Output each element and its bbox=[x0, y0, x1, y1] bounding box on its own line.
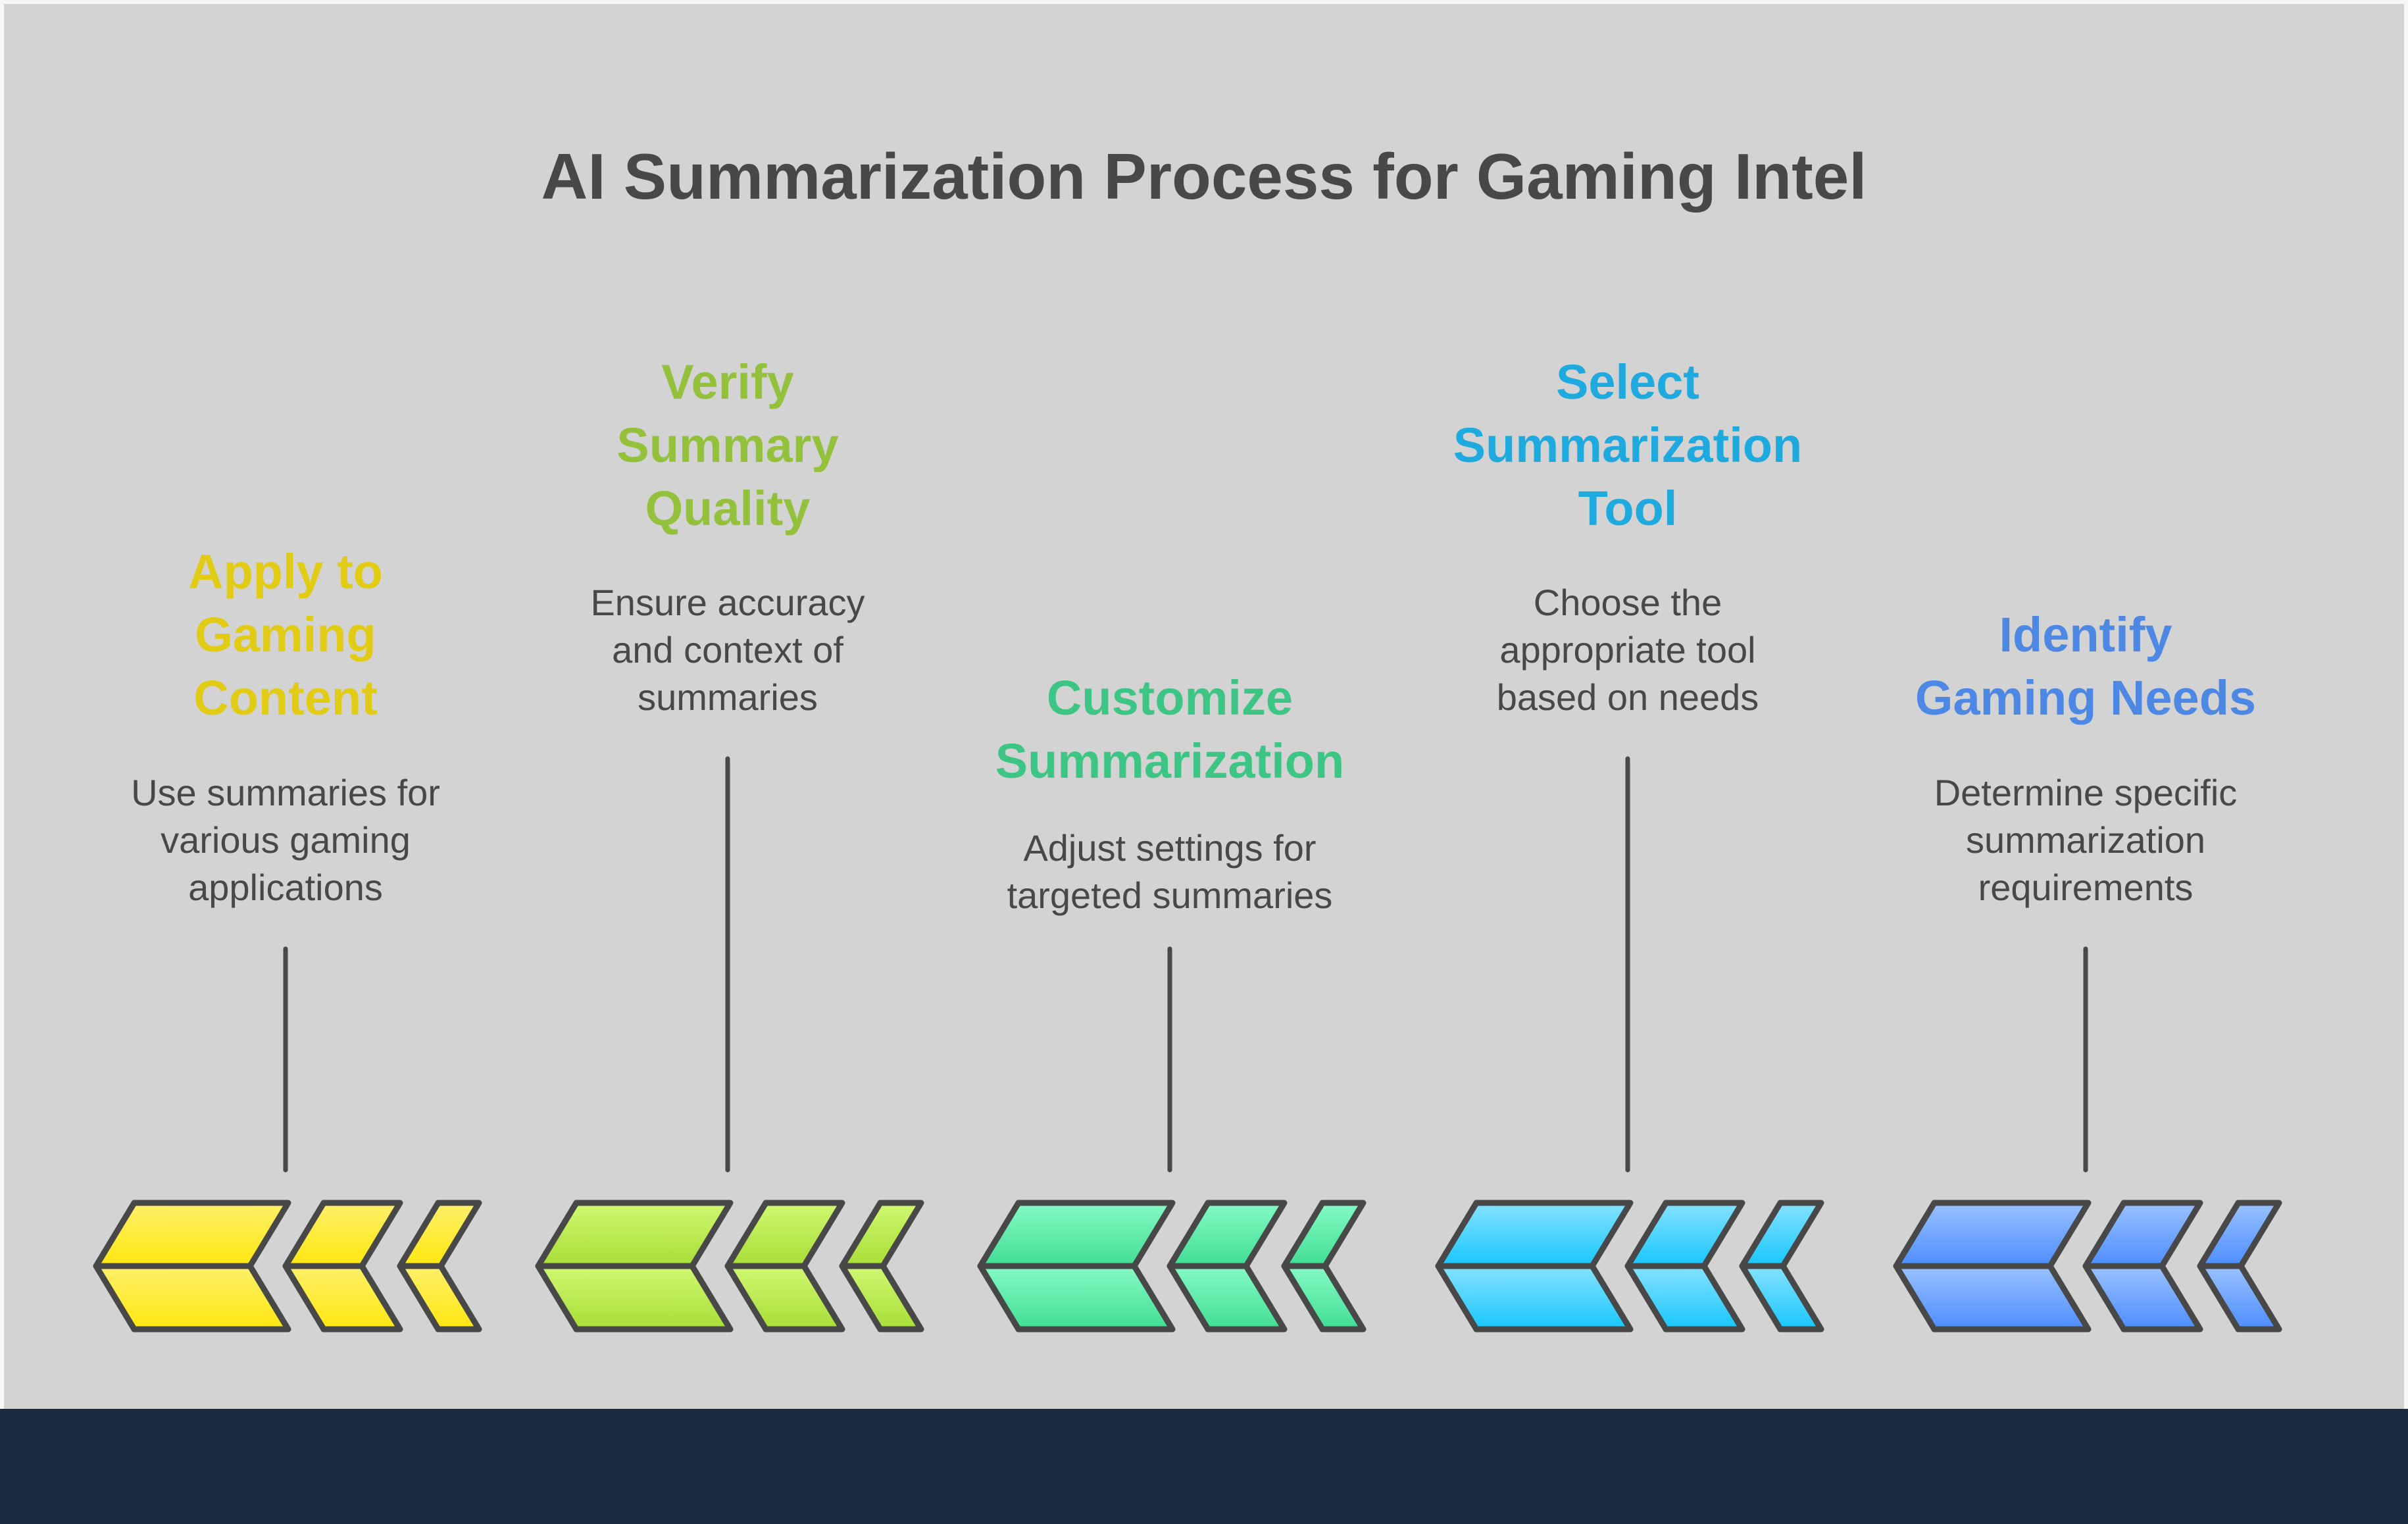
chevron-segment-top bbox=[977, 1200, 1176, 1269]
chevron-segment-top bbox=[93, 1200, 291, 1269]
step-heading-line: Quality bbox=[645, 481, 811, 536]
step-heading-line: Apply to bbox=[188, 544, 383, 599]
chevron-segment-top bbox=[839, 1200, 924, 1269]
chevron-segment-bottom bbox=[1435, 1263, 1634, 1333]
step-heading-line: Summary bbox=[616, 418, 838, 472]
chevron-segment-top bbox=[282, 1200, 403, 1269]
step-heading-line: Summarization bbox=[1453, 418, 1802, 472]
step-description-line: and context of bbox=[612, 629, 843, 671]
chevron-segment-bottom bbox=[2197, 1263, 2282, 1333]
chevron-segment-top bbox=[1893, 1200, 2092, 1269]
chevron-segment-top bbox=[1435, 1200, 1634, 1269]
step-description-line: summaries bbox=[638, 676, 818, 718]
chevron-left-icon bbox=[1435, 1200, 1824, 1333]
step-heading-line: Identify bbox=[1999, 607, 2172, 662]
step-heading-line: Verify bbox=[661, 355, 794, 409]
chevron-segment-bottom bbox=[977, 1263, 1176, 1333]
step-heading-line: Gaming bbox=[195, 607, 376, 662]
footer-bar bbox=[0, 1409, 2408, 1524]
step-description-line: applications bbox=[188, 867, 383, 908]
chevron-segment-top bbox=[2082, 1200, 2203, 1269]
chevron-segment-bottom bbox=[1281, 1263, 1367, 1333]
chevron-segment-top bbox=[397, 1200, 482, 1269]
step-description-line: summarization bbox=[1966, 819, 2205, 861]
chevron-segment-top bbox=[1624, 1200, 1745, 1269]
chevron-segment-bottom bbox=[282, 1263, 403, 1333]
step-description-line: Choose the bbox=[1534, 582, 1722, 623]
step-description-line: various gaming bbox=[161, 819, 411, 861]
chevron-segment-bottom bbox=[93, 1263, 291, 1333]
chevron-segment-top bbox=[535, 1200, 734, 1269]
step-description-line: Ensure accuracy bbox=[590, 582, 865, 623]
chevron-segment-bottom bbox=[397, 1263, 482, 1333]
step-heading-line: Gaming Needs bbox=[1915, 671, 2256, 725]
chevron-segment-bottom bbox=[1166, 1263, 1288, 1333]
chevron-left-icon bbox=[535, 1200, 924, 1333]
step-description-line: based on needs bbox=[1497, 676, 1759, 718]
chevron-segment-top bbox=[1281, 1200, 1367, 1269]
step-description-line: targeted summaries bbox=[1007, 875, 1333, 916]
step-description-line: requirements bbox=[1978, 867, 2194, 908]
step-description-line: Determine specific bbox=[1934, 772, 2238, 813]
chevron-segment-bottom bbox=[724, 1263, 845, 1333]
chevron-segment-top bbox=[2197, 1200, 2282, 1269]
chevron-segment-bottom bbox=[1893, 1263, 2092, 1333]
step-heading-line: Summarization bbox=[995, 734, 1344, 788]
step-heading-line: Select bbox=[1556, 355, 1699, 409]
chevron-segment-bottom bbox=[839, 1263, 924, 1333]
step-heading-line: Customize bbox=[1047, 671, 1293, 725]
chevron-left-icon bbox=[93, 1200, 482, 1333]
step-description-line: appropriate tool bbox=[1499, 629, 1755, 671]
chevron-segment-bottom bbox=[1624, 1263, 1745, 1333]
chevron-segment-bottom bbox=[535, 1263, 734, 1333]
step-description-line: Adjust settings for bbox=[1023, 827, 1316, 869]
diagram-title: AI Summarization Process for Gaming Inte… bbox=[541, 140, 1867, 213]
chevron-segment-top bbox=[1166, 1200, 1288, 1269]
chevron-segment-bottom bbox=[2082, 1263, 2203, 1333]
step-heading-line: Content bbox=[193, 671, 378, 725]
step-description-line: Use summaries for bbox=[131, 772, 440, 813]
chevron-segment-top bbox=[724, 1200, 845, 1269]
chevron-segment-top bbox=[1739, 1200, 1824, 1269]
chevron-left-icon bbox=[1893, 1200, 2282, 1333]
diagram-background bbox=[4, 4, 2404, 1410]
chevron-left-icon bbox=[977, 1200, 1367, 1333]
chevron-segment-bottom bbox=[1739, 1263, 1824, 1333]
step-heading-line: Tool bbox=[1578, 481, 1678, 536]
